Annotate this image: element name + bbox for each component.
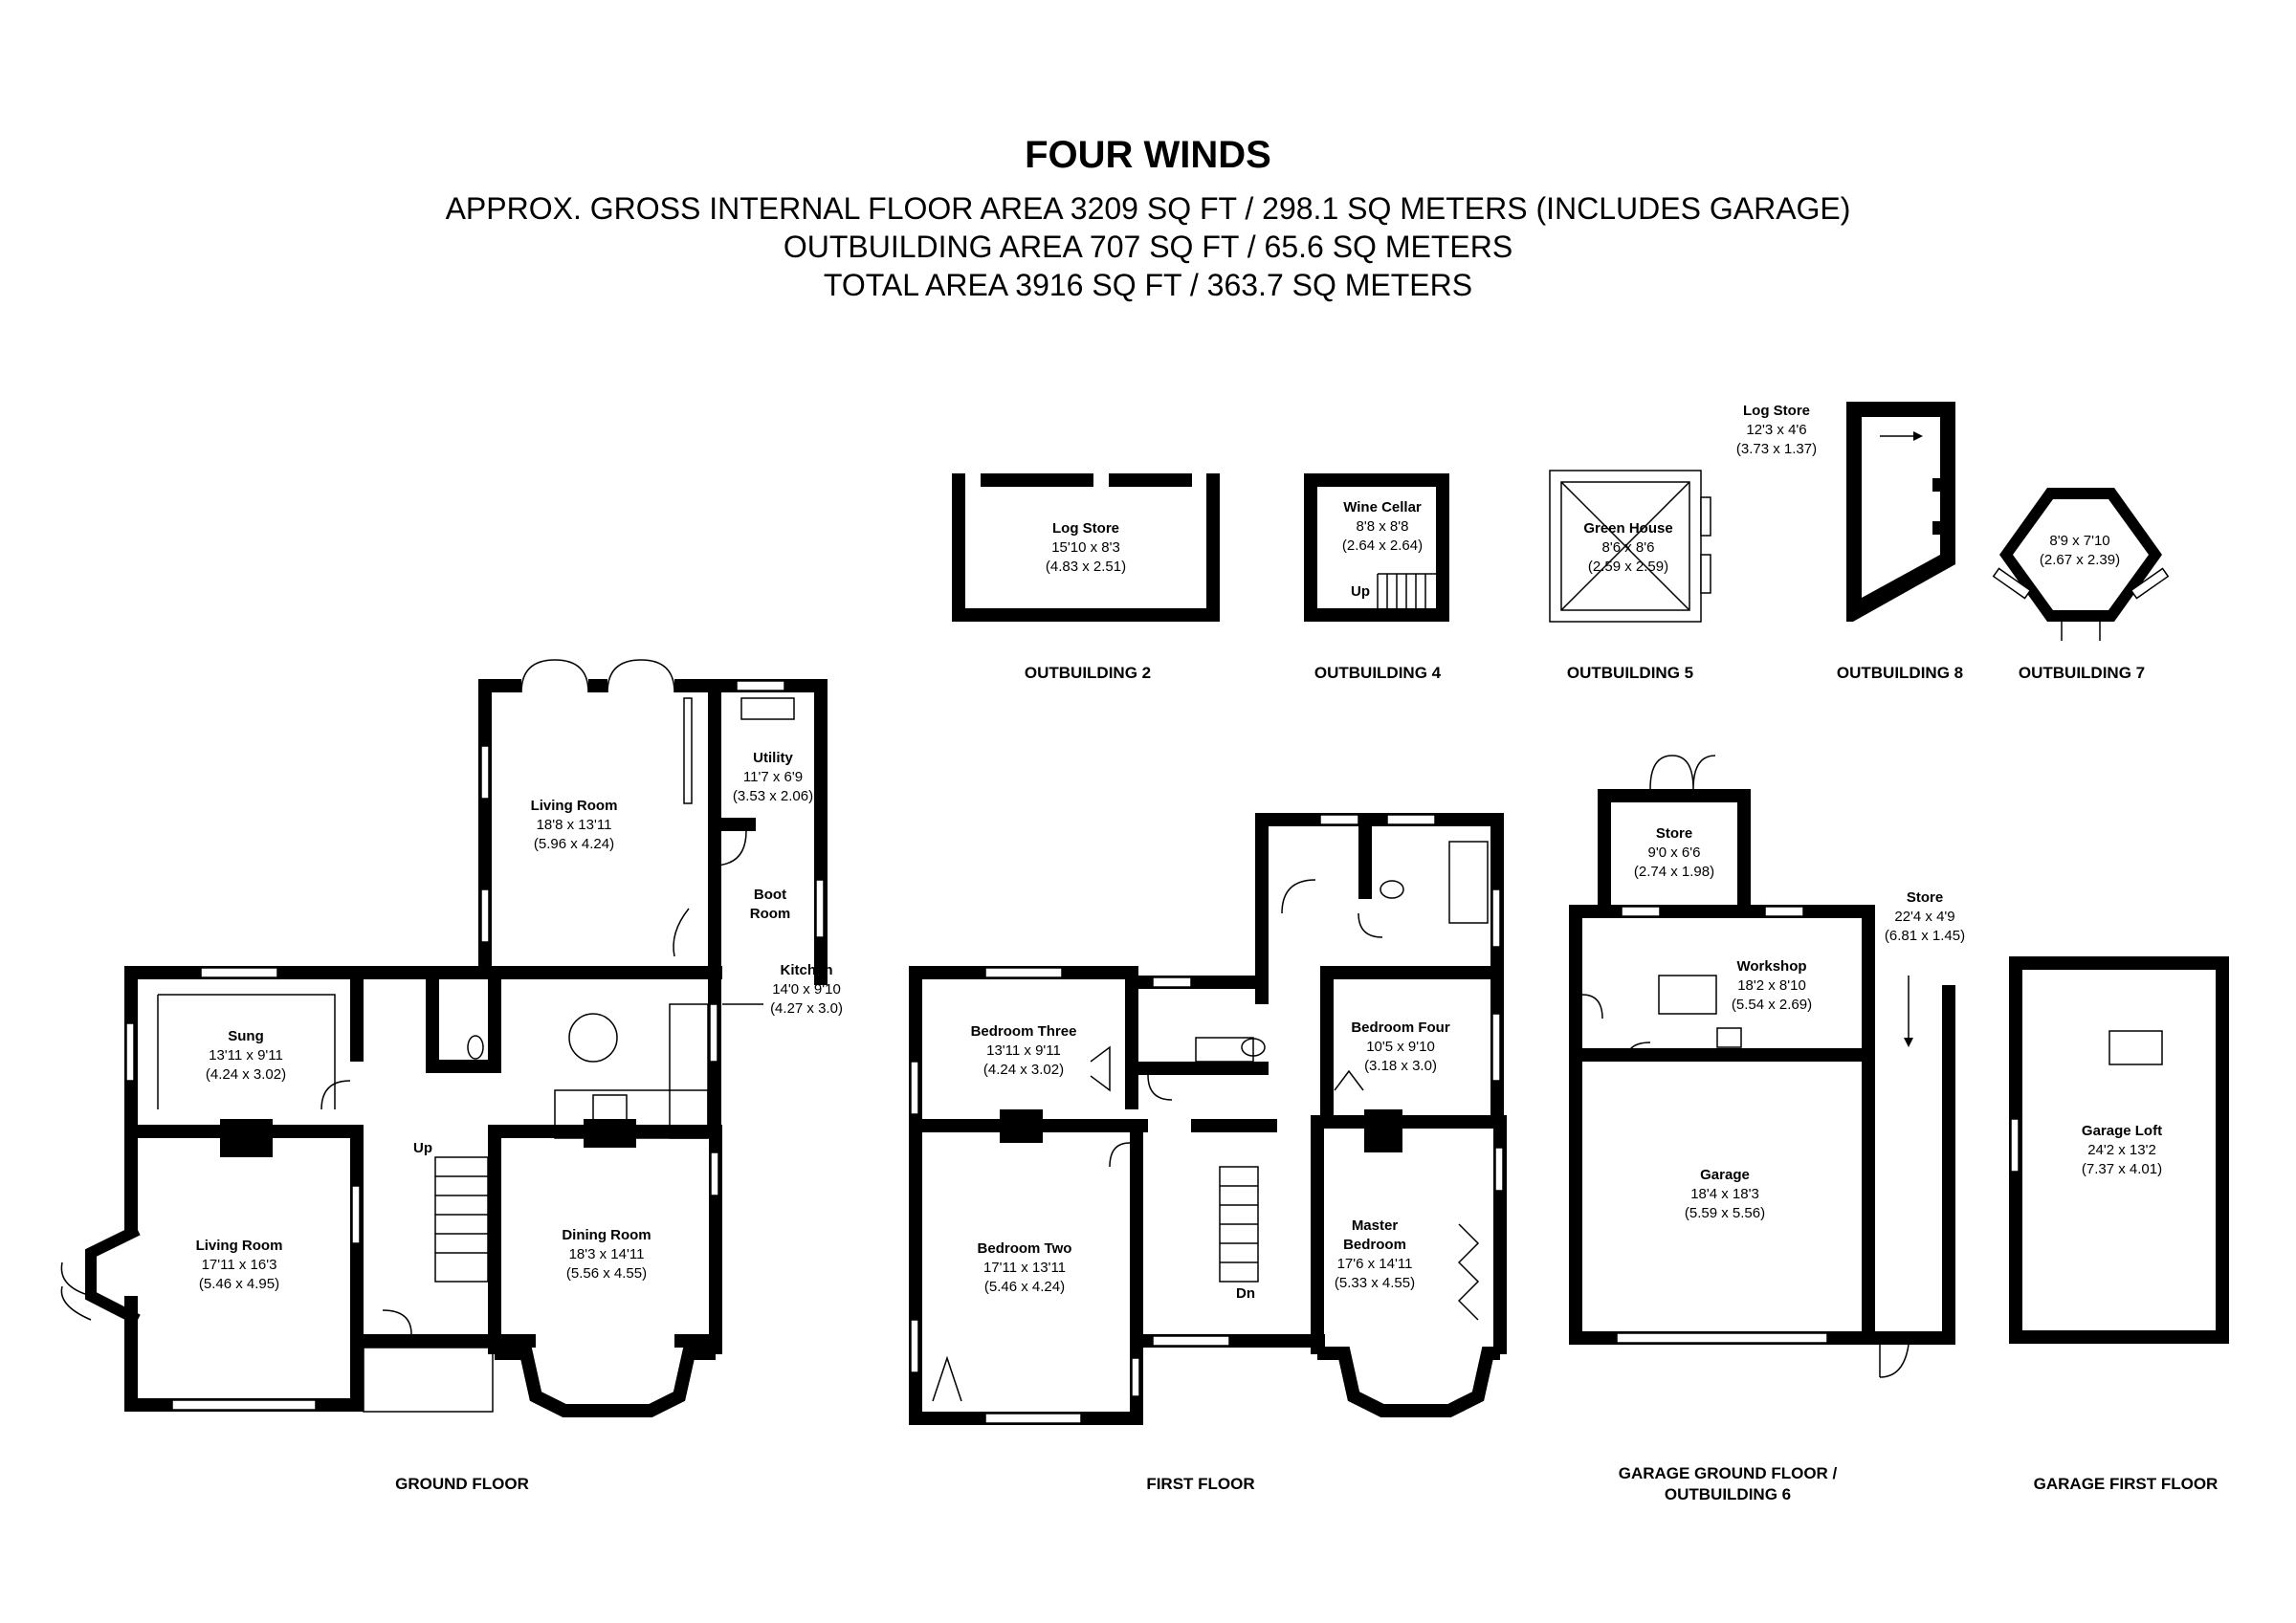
ff-bed4-metric: (3.18 x 3.0) bbox=[1364, 1058, 1437, 1074]
gg-store-metric: (2.74 x 1.98) bbox=[1634, 864, 1714, 880]
ff-bed4-imperial: 10'5 x 9'10 bbox=[1366, 1039, 1435, 1055]
ff-stairs-down: Dn bbox=[1236, 1285, 1255, 1302]
ob5-room-name: Green House bbox=[1583, 520, 1672, 537]
ob2-room-metric: (4.83 x 2.51) bbox=[1046, 559, 1126, 575]
garage-ground-label-1: GARAGE GROUND FLOOR / bbox=[1619, 1464, 1838, 1482]
gf-sung-imperial: 13'11 x 9'11 bbox=[209, 1047, 283, 1064]
ob4-room-metric: (2.64 x 2.64) bbox=[1342, 537, 1423, 554]
ff-master-name-2: Bedroom bbox=[1343, 1237, 1406, 1253]
ground-floor-label: GROUND FLOOR bbox=[395, 1475, 529, 1493]
ff-master-name-1: Master bbox=[1352, 1217, 1399, 1234]
first-floor-walls bbox=[909, 813, 1507, 1425]
ob2-room-imperial: 15'10 x 8'3 bbox=[1051, 539, 1120, 556]
garage-ground-label-2: OUTBUILDING 6 bbox=[1665, 1485, 1791, 1503]
ob7-label: OUTBUILDING 7 bbox=[2019, 664, 2145, 682]
ob7-room-imperial: 8'9 x 7'10 bbox=[2049, 533, 2109, 549]
ff-master-metric: (5.33 x 4.55) bbox=[1335, 1275, 1415, 1291]
ff-bed2-name: Bedroom Two bbox=[978, 1240, 1072, 1257]
gg-store-name: Store bbox=[1656, 825, 1692, 842]
gf-stairs-up: Up bbox=[413, 1140, 432, 1156]
ob4-room-imperial: 8'8 x 8'8 bbox=[1357, 518, 1409, 535]
ob4-label: OUTBUILDING 4 bbox=[1314, 664, 1442, 682]
ground-floor-walls bbox=[60, 659, 828, 1417]
ff-bed3-metric: (4.24 x 3.02) bbox=[983, 1062, 1064, 1078]
gg-store-imperial: 9'0 x 6'6 bbox=[1648, 844, 1701, 861]
gf-living-rear-name: Living Room bbox=[531, 798, 618, 814]
gf-living-rear-imperial: 18'8 x 13'11 bbox=[537, 817, 612, 833]
outbuilding-7-walls bbox=[1992, 488, 2170, 641]
gf-utility-name: Utility bbox=[753, 750, 793, 766]
garage-ground-walls bbox=[1569, 755, 1955, 1378]
ff-bed2-imperial: 17'11 x 13'11 bbox=[983, 1260, 1066, 1276]
ob4-stairs-up: Up bbox=[1351, 583, 1370, 600]
gg-store2-name: Store bbox=[1907, 889, 1943, 906]
gross-area-line: APPROX. GROSS INTERNAL FLOOR AREA 3209 S… bbox=[445, 191, 1851, 226]
gf-boot-name-2: Room bbox=[750, 906, 791, 922]
outbuilding-8-walls bbox=[1846, 402, 1955, 622]
plan-title: FOUR WINDS bbox=[1025, 134, 1271, 176]
gl-loft-name: Garage Loft bbox=[2082, 1123, 2162, 1139]
ff-bed2-metric: (5.46 x 4.24) bbox=[984, 1279, 1065, 1295]
total-area-line: TOTAL AREA 3916 SQ FT / 363.7 SQ METERS bbox=[823, 268, 1473, 302]
gf-dining-imperial: 18'3 x 14'11 bbox=[569, 1246, 645, 1262]
ob8-room-name: Log Store bbox=[1743, 403, 1810, 419]
gl-loft-metric: (7.37 x 4.01) bbox=[2082, 1161, 2162, 1177]
gf-kitchen-metric: (4.27 x 3.0) bbox=[770, 1000, 843, 1017]
ob8-label: OUTBUILDING 8 bbox=[1837, 664, 1963, 682]
gg-garage-imperial: 18'4 x 18'3 bbox=[1690, 1186, 1759, 1202]
ob5-room-metric: (2.59 x 2.59) bbox=[1588, 559, 1668, 575]
gg-garage-metric: (5.59 x 5.56) bbox=[1685, 1205, 1765, 1221]
ff-master-imperial: 17'6 x 14'11 bbox=[1337, 1256, 1413, 1272]
ob5-label: OUTBUILDING 5 bbox=[1567, 664, 1693, 682]
outbuilding-4-walls bbox=[1304, 473, 1449, 622]
gf-living-front-metric: (5.46 x 4.95) bbox=[199, 1276, 279, 1292]
first-floor-label: FIRST FLOOR bbox=[1146, 1475, 1254, 1493]
garage-loft-walls bbox=[2009, 956, 2229, 1344]
outbuilding-2-walls bbox=[952, 473, 1220, 622]
ff-bed3-name: Bedroom Three bbox=[971, 1023, 1077, 1040]
gf-utility-metric: (3.53 x 2.06) bbox=[733, 788, 813, 804]
ob8-room-imperial: 12'3 x 4'6 bbox=[1746, 422, 1806, 438]
gf-sung-name: Sung bbox=[228, 1028, 264, 1044]
gg-store2-imperial: 22'4 x 4'9 bbox=[1894, 909, 1954, 925]
gf-living-front-imperial: 17'11 x 16'3 bbox=[202, 1257, 277, 1273]
outbuilding-area-line: OUTBUILDING AREA 707 SQ FT / 65.6 SQ MET… bbox=[783, 230, 1513, 264]
ob4-room-name: Wine Cellar bbox=[1343, 499, 1422, 515]
gg-workshop-imperial: 18'2 x 8'10 bbox=[1737, 977, 1806, 994]
outbuilding-5-walls bbox=[1549, 470, 1711, 623]
gf-living-front-name: Living Room bbox=[196, 1238, 283, 1254]
ob5-room-imperial: 8'6 x 8'6 bbox=[1602, 539, 1655, 556]
gg-workshop-metric: (5.54 x 2.69) bbox=[1732, 997, 1812, 1013]
gf-utility-imperial: 11'7 x 6'9 bbox=[743, 769, 803, 785]
gg-store2-metric: (6.81 x 1.45) bbox=[1885, 928, 1965, 944]
gg-workshop-name: Workshop bbox=[1736, 958, 1806, 975]
gf-dining-name: Dining Room bbox=[562, 1227, 651, 1243]
ob7-room-metric: (2.67 x 2.39) bbox=[2040, 552, 2120, 568]
ob8-room-metric: (3.73 x 1.37) bbox=[1736, 441, 1817, 457]
garage-first-label: GARAGE FIRST FLOOR bbox=[2034, 1475, 2219, 1493]
gg-garage-name: Garage bbox=[1700, 1167, 1750, 1183]
gf-living-rear-metric: (5.96 x 4.24) bbox=[534, 836, 614, 852]
gf-boot-name-1: Boot bbox=[754, 887, 786, 903]
ff-bed4-name: Bedroom Four bbox=[1351, 1020, 1449, 1036]
gf-kitchen-imperial: 14'0 x 9'10 bbox=[772, 981, 841, 998]
gl-loft-imperial: 24'2 x 13'2 bbox=[2087, 1142, 2156, 1158]
ob2-label: OUTBUILDING 2 bbox=[1025, 664, 1151, 682]
ob2-room-name: Log Store bbox=[1052, 520, 1119, 537]
gf-kitchen-name: Kitchen bbox=[780, 962, 832, 978]
ff-bed3-imperial: 13'11 x 9'11 bbox=[986, 1042, 1061, 1059]
gf-dining-metric: (5.56 x 4.55) bbox=[566, 1265, 647, 1282]
gf-sung-metric: (4.24 x 3.02) bbox=[206, 1066, 286, 1083]
